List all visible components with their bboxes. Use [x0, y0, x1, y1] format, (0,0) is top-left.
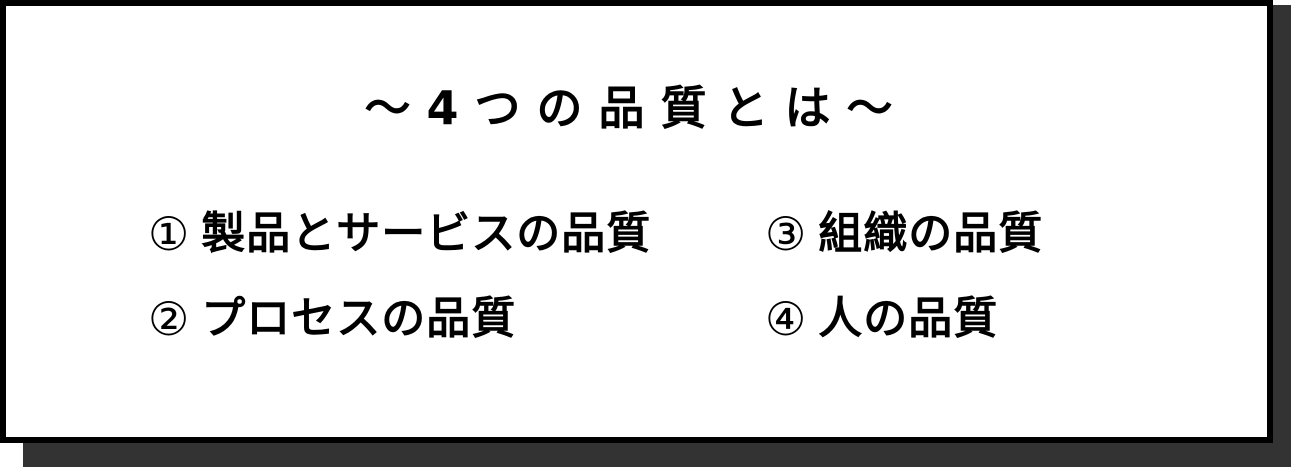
quality-item-product-service: ① 製品とサービスの品質: [148, 208, 651, 260]
quality-item-label: 人の品質: [818, 293, 999, 344]
card-title: ～4つの品質とは～: [364, 81, 909, 135]
quality-item-process: ② プロセスの品質: [148, 293, 516, 345]
quality-item-organization: ③ 組織の品質: [765, 208, 1043, 260]
circled-number-1: ①: [148, 207, 190, 261]
card-shadow-right: [1273, 5, 1291, 443]
quality-item-people: ④ 人の品質: [765, 293, 998, 345]
circled-number-2: ②: [148, 292, 190, 346]
card-shadow-bottom: [23, 443, 1291, 467]
circled-number-3: ③: [765, 207, 807, 261]
quality-item-label: 組織の品質: [818, 208, 1044, 259]
quality-item-label: 製品とサービスの品質: [201, 208, 652, 259]
circled-number-4: ④: [765, 292, 807, 346]
quality-item-label: プロセスの品質: [201, 293, 517, 344]
quality-card: [0, 0, 1273, 443]
